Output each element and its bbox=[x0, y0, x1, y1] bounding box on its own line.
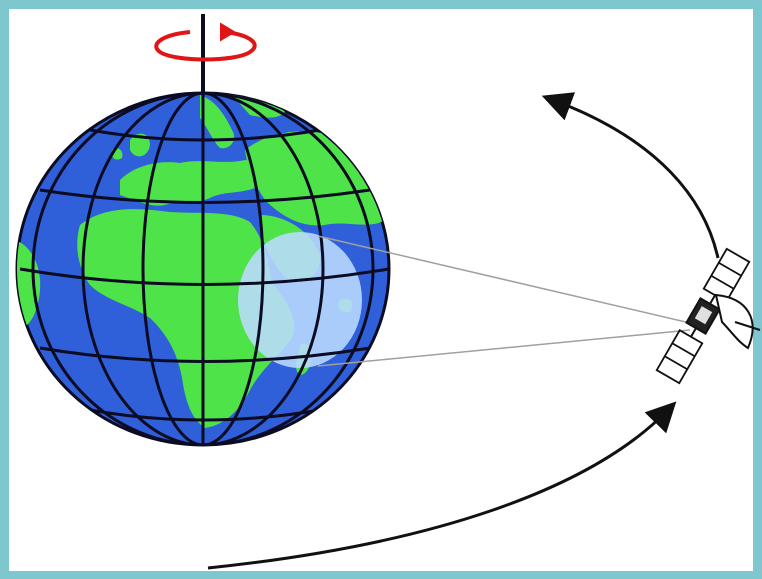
rotation-arrow-icon bbox=[156, 26, 254, 60]
orbit-arrow-upper-icon bbox=[553, 100, 718, 258]
satellite-icon bbox=[657, 249, 760, 383]
orbit-arrow-lower-icon bbox=[208, 410, 668, 568]
earth-globe bbox=[15, 90, 389, 450]
